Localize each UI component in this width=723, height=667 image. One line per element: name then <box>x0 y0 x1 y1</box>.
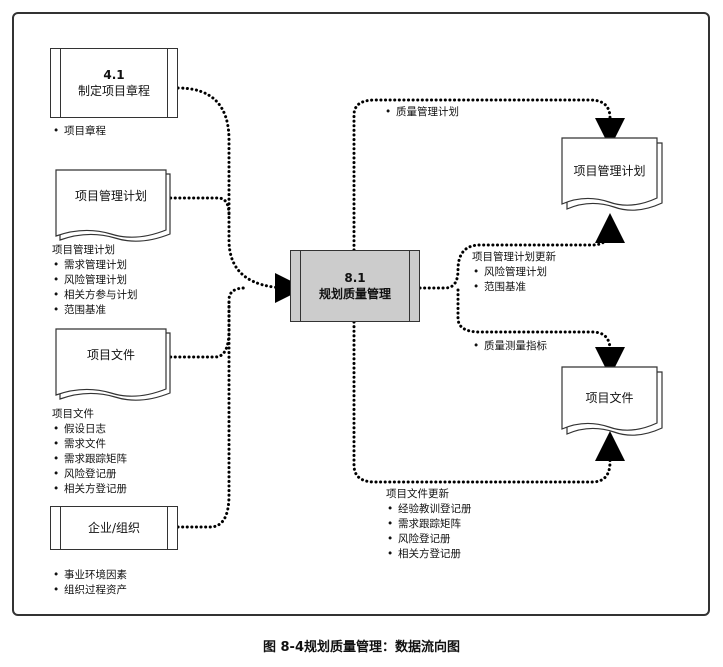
org-name: 企业/组织 <box>87 521 141 535</box>
docs-updates-item: 经验教训登记册 <box>386 502 472 517</box>
plan-updates-title: 项目管理计划更新 <box>472 251 556 263</box>
metrics-item: 质量测量指标 <box>472 339 547 354</box>
charter-label: 项目章程 <box>52 124 106 139</box>
org-item: 组织过程资产 <box>52 583 127 598</box>
plan-updates-item: 风险管理计划 <box>472 265 556 280</box>
charter-process-box[interactable]: 4.1 制定项目章程 <box>50 48 178 118</box>
org-label: 事业环境因素 组织过程资产 <box>52 568 127 598</box>
docs-item: 风险登记册 <box>52 467 127 482</box>
flow-docs-updates <box>352 320 625 484</box>
doc-out-plan-shape <box>561 137 658 206</box>
charter-process-name: 制定项目章程 <box>77 84 150 98</box>
flow-quality-plan <box>352 98 625 252</box>
charter-item: 项目章程 <box>52 124 106 139</box>
flow-plan-to-process <box>164 196 231 217</box>
docs-item: 假设日志 <box>52 422 127 437</box>
plan-quality-process-box[interactable]: 8.1 规划质量管理 <box>290 250 420 322</box>
figure-caption: 图 8-4规划质量管理：数据流向图 <box>262 640 460 655</box>
plan-updates-item: 范围基准 <box>472 280 556 295</box>
docs-label-title: 项目文件 <box>52 408 94 420</box>
docs-item: 需求跟踪矩阵 <box>52 452 127 467</box>
input-plan-document[interactable]: 项目管理计划 <box>56 187 166 204</box>
quality-plan-item: 质量管理计划 <box>384 105 459 120</box>
org-item: 事业环境因素 <box>52 568 127 583</box>
flow-plan-updates <box>418 213 625 290</box>
flow-org-to-process <box>176 286 247 529</box>
plan-label: 项目管理计划 需求管理计划 风险管理计划 相关方参与计划 范围基准 <box>52 243 138 318</box>
doc-docs-shape <box>55 328 167 397</box>
docs-updates-label: 项目文件更新 经验教训登记册 需求跟踪矩阵 风险登记册 相关方登记册 <box>386 487 472 562</box>
plan-item: 风险管理计划 <box>52 273 138 288</box>
org-box[interactable]: 企业/组织 <box>50 506 178 550</box>
input-docs-document[interactable]: 项目文件 <box>56 346 166 363</box>
doc-out-docs-shape <box>561 366 658 431</box>
docs-updates-item: 相关方登记册 <box>386 547 472 562</box>
plan-item: 范围基准 <box>52 303 138 318</box>
process-name: 规划质量管理 <box>318 287 391 301</box>
output-plan-document[interactable]: 项目管理计划 <box>562 162 657 179</box>
docs-updates-item: 风险登记册 <box>386 532 472 547</box>
docs-label: 项目文件 假设日志 需求文件 需求跟踪矩阵 风险登记册 相关方登记册 <box>52 407 127 497</box>
diagram-frame <box>12 12 710 616</box>
flow-charter-to-process <box>176 86 305 303</box>
docs-item: 相关方登记册 <box>52 482 127 497</box>
output-docs-name: 项目文件 <box>585 391 634 405</box>
doc-plan-shape <box>55 169 167 238</box>
process-number: 8.1 <box>344 271 366 285</box>
input-plan-name: 项目管理计划 <box>74 189 147 203</box>
input-docs-name: 项目文件 <box>86 348 135 362</box>
plan-item: 相关方参与计划 <box>52 288 138 303</box>
quality-plan-label: 质量管理计划 <box>384 105 459 120</box>
flow-docs-to-process <box>164 298 231 359</box>
plan-item: 需求管理计划 <box>52 258 138 273</box>
metrics-label: 质量测量指标 <box>472 339 547 354</box>
charter-process-number: 4.1 <box>103 68 125 82</box>
flow-metrics <box>456 288 625 377</box>
output-plan-name: 项目管理计划 <box>573 164 646 178</box>
plan-updates-label: 项目管理计划更新 风险管理计划 范围基准 <box>472 250 556 295</box>
docs-item: 需求文件 <box>52 437 127 452</box>
docs-updates-title: 项目文件更新 <box>386 488 449 500</box>
docs-updates-item: 需求跟踪矩阵 <box>386 517 472 532</box>
plan-label-title: 项目管理计划 <box>52 244 115 256</box>
output-docs-document[interactable]: 项目文件 <box>562 389 657 406</box>
